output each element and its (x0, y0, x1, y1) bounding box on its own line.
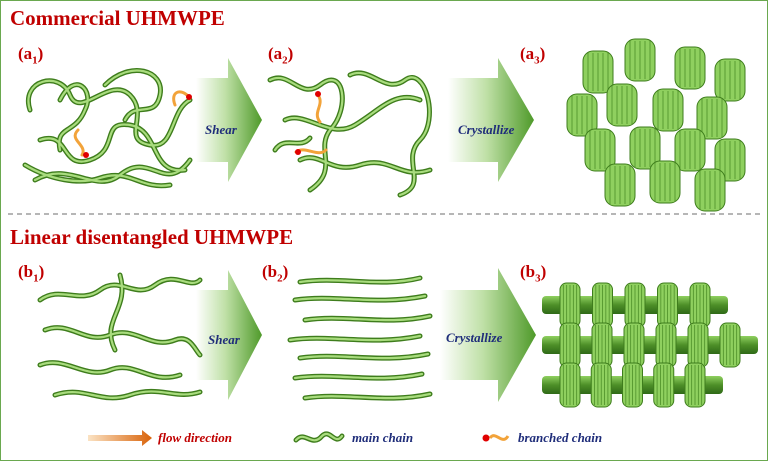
title-linear-disentangled: Linear disentangled UHMWPE (10, 225, 294, 249)
panel-label-b2: (b2) (262, 262, 289, 285)
lamella-crystal-7 (652, 88, 684, 132)
lamella-crystal-6 (606, 83, 638, 127)
panel-label-b3: (b3) (520, 262, 547, 285)
disentangled-chains-b1 (37, 272, 203, 401)
kebab-lamella-3-3 (622, 362, 643, 408)
lamella-crystal-14 (649, 160, 681, 204)
aligned-chains-b2 (287, 275, 433, 401)
lamella-crystal-3 (674, 46, 706, 90)
kebab-lamella-2-4 (655, 322, 677, 368)
shear-arrow-bottom (196, 270, 262, 400)
lamella-crystal-13 (604, 163, 636, 207)
branched-chain-icon (482, 434, 510, 442)
lamella-crystal-1 (582, 50, 614, 94)
kebab-lamella-3-1 (559, 362, 581, 408)
lamella-crystal-5 (566, 93, 598, 137)
panel-label-b1: (b1) (18, 262, 45, 285)
crystallize-label-top: Crystallize (458, 122, 515, 137)
kebab-lamella-1-4 (657, 282, 678, 328)
legend (88, 430, 510, 446)
main-chain-icon (293, 431, 345, 443)
lamella-crystal-10 (629, 126, 661, 170)
kebab-lamella-3-5 (684, 362, 706, 408)
shear-arrow-top (196, 58, 262, 182)
crystals-a3 (566, 38, 746, 212)
crystallize-arrow-bottom (440, 268, 536, 402)
crystallize-arrow-top (448, 58, 534, 182)
lamella-crystal-11 (674, 128, 706, 172)
entangled-chains-a2 (267, 70, 433, 198)
lamella-crystal-8 (696, 96, 728, 140)
shish-kebab-b3 (542, 282, 758, 408)
lamella-crystal-9 (584, 128, 616, 172)
legend-branched-chain: branched chain (518, 430, 603, 445)
lamella-crystal-15 (694, 168, 726, 212)
kebab-lamella-3-4 (653, 362, 675, 408)
legend-flow-direction: flow direction (158, 430, 233, 445)
kebab-lamella-3-2 (590, 362, 612, 408)
lamella-crystal-12 (714, 138, 746, 182)
kebab-lamella-1-2 (592, 282, 613, 328)
shear-label-bottom: Shear (208, 332, 240, 347)
kebab-lamella-2-2 (591, 322, 613, 368)
flow-direction-arrow-icon (88, 430, 152, 446)
kebab-lamella-1-5 (689, 282, 711, 328)
legend-main-chain: main chain (352, 430, 414, 445)
kebab-lamella-2-1 (559, 322, 581, 368)
lamella-crystal-2 (624, 38, 656, 82)
panel-label-a1: (a1) (18, 44, 44, 67)
kebab-lamella-2-5 (687, 322, 709, 368)
kebab-lamella-2-3 (623, 322, 645, 368)
crystallize-label-bottom: Crystallize (446, 330, 503, 345)
entangled-chains-a1 (22, 68, 193, 189)
lamella-crystal-4 (714, 58, 746, 102)
panel-label-a2: (a2) (268, 44, 294, 67)
panel-label-a3: (a3) (520, 44, 546, 67)
shear-label-top: Shear (205, 122, 237, 137)
kebab-lamella-1-3 (624, 282, 646, 328)
kebab-lamella-1-1 (559, 282, 581, 328)
title-commercial: Commercial UHMWPE (10, 6, 225, 30)
kebab-lamella-2-6 (719, 322, 741, 368)
